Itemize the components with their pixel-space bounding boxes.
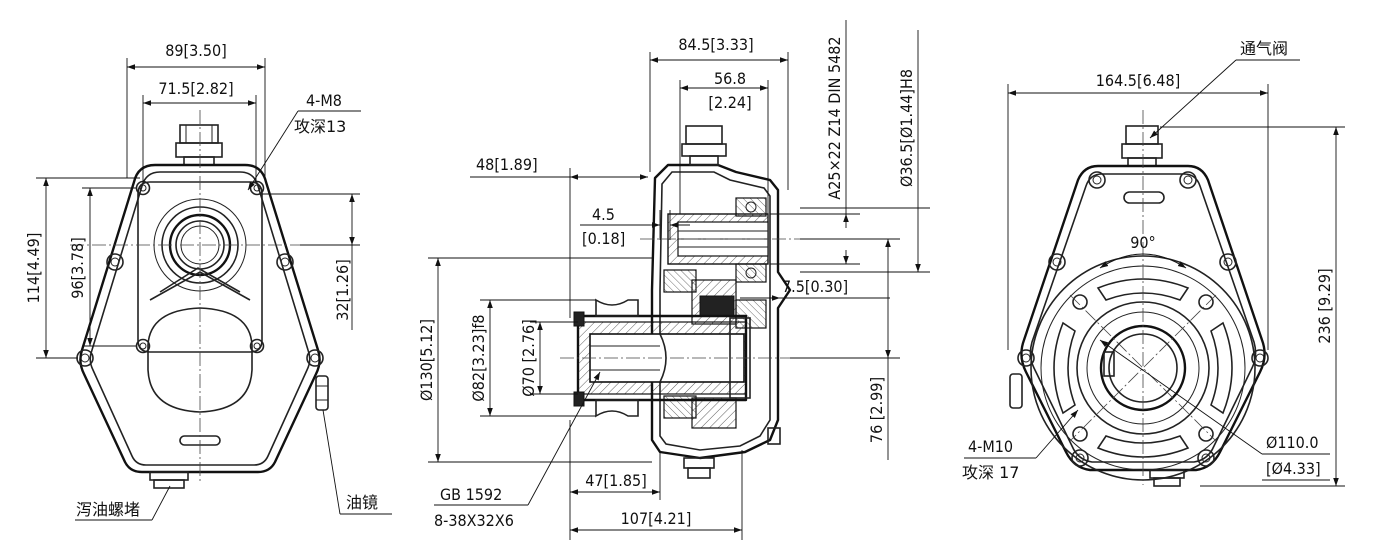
side-dim-7-5-label: 7.5[0.30] — [782, 277, 848, 296]
front-dim-89-label: 89[3.50] — [165, 41, 227, 60]
side-dim-47: 47[1.85] — [569, 420, 661, 540]
front-dim-32: 32[1.26] — [262, 193, 360, 330]
front-drain-label: 泻油螺堵 — [76, 500, 140, 519]
front-oilsight-label: 油镜 — [346, 493, 378, 512]
front-dim-114-label: 114[4.49] — [24, 233, 43, 304]
front-leader-drain: 泻油螺堵 — [75, 485, 171, 521]
side-dim-76: 76 [2.99] — [790, 238, 900, 460]
side-leader-shaft: GB 1592 8-38X32X6 — [434, 371, 601, 530]
front-dim-96-label: 96[3.78] — [68, 237, 87, 299]
rear-d110-label-a: Ø110.0 — [1266, 433, 1319, 452]
side-dim-d82-label: Ø82[3.23]f8 — [469, 314, 488, 401]
side-dim-7-5: 7.5[0.30] — [740, 277, 890, 301]
front-bolt-label: 4-M8 — [306, 91, 342, 110]
rear-dim-164: 164.5[6.48] — [1007, 71, 1269, 350]
front-dim-114: 114[4.49] — [24, 177, 140, 359]
rear-leader-d110: Ø110.0 [Ø4.33] — [1099, 339, 1330, 481]
rear-dim-236-label: 236 [9.29] — [1315, 268, 1334, 343]
rear-bolt-label: 4-M10 — [968, 437, 1013, 456]
rear-leader-breather: 通气阀 — [1149, 39, 1300, 139]
side-dim-48: 48[1.89] — [470, 155, 648, 318]
rear-breather-label: 通气阀 — [1240, 39, 1288, 58]
front-dim-89: 89[3.50] — [126, 41, 266, 178]
front-leader-oilsight: 油镜 — [322, 409, 392, 515]
side-shaft-std: GB 1592 — [440, 485, 502, 504]
side-dim-d130: Ø130[5.12] — [417, 257, 652, 463]
front-dim-71: 71.5[2.82] — [142, 79, 257, 182]
side-dim-4-5: 4.5 [0.18] — [580, 205, 690, 248]
rear-bolt-depth: 攻深 17 — [962, 463, 1019, 482]
side-dim-d130-label: Ø130[5.12] — [417, 319, 436, 401]
side-dim-107-label: 107[4.21] — [621, 509, 692, 528]
side-housing-outline — [650, 163, 792, 460]
rear-dim-164-label: 164.5[6.48] — [1096, 71, 1180, 90]
side-dim-spline-label: A25×22 Z14 DIN 5482 — [825, 36, 844, 199]
rear-dim-236: 236 [9.29] — [1160, 126, 1345, 487]
front-top-fitting — [175, 124, 223, 166]
side-dim-bore: Ø36.5[Ø1.44]H8 — [800, 30, 930, 273]
side-flange-bearing — [573, 298, 639, 418]
side-dim-107: 107[4.21] — [570, 450, 743, 540]
side-dim-56-label-b: [2.24] — [708, 93, 751, 112]
rear-d110-label-b: [Ø4.33] — [1266, 459, 1321, 478]
side-dim-4-5-label-b: [0.18] — [582, 229, 625, 248]
front-bolt-depth: 攻深13 — [294, 117, 346, 136]
side-dim-4-5-label-a: 4.5 — [592, 205, 615, 224]
front-view: 89[3.50] 71.5[2.82] 4-M8 攻深13 114[4.49] … — [24, 41, 392, 521]
side-shaft-spec: 8-38X32X6 — [434, 511, 514, 530]
rear-angle-label: 90° — [1130, 233, 1156, 252]
rear-leader-m10: 4-M10 攻深 17 — [962, 409, 1079, 482]
side-upper-shaft — [667, 197, 769, 283]
side-dim-d70: Ø70 [2.76] — [519, 319, 578, 397]
side-dim-d70-label: Ø70 [2.76] — [519, 319, 538, 396]
front-leader-m8: 4-M8 攻深13 — [247, 91, 361, 191]
rear-housing-outline — [1020, 164, 1266, 472]
side-dim-56: 56.8 [2.24] — [679, 69, 769, 214]
side-dim-bore-label: Ø36.5[Ø1.44]H8 — [897, 69, 916, 187]
rear-housing-bolts — [1017, 171, 1269, 467]
side-view: 84.5[3.33] 56.8 [2.24] A25×22 Z14 DIN 54… — [417, 20, 930, 540]
front-oil-sight — [315, 375, 329, 411]
rear-flange-bolts — [1072, 294, 1214, 442]
side-top-fitting — [681, 125, 727, 166]
side-dim-84-label: 84.5[3.33] — [678, 35, 753, 54]
side-dim-spline: A25×22 Z14 DIN 5482 — [770, 20, 860, 265]
front-dim-32-label: 32[1.26] — [333, 259, 352, 321]
side-dim-76-label: 76 [2.99] — [867, 377, 886, 443]
side-dim-84: 84.5[3.33] — [649, 35, 789, 190]
front-drain-plug — [149, 471, 189, 489]
rear-view: 90° 164.5[6.48] 通气阀 236 [9.29] 4-M10 攻深 … — [962, 39, 1345, 487]
side-dim-56-label-a: 56.8 — [714, 69, 746, 88]
side-dim-48-label: 48[1.89] — [476, 155, 538, 174]
front-dim-96: 96[3.78] — [68, 187, 136, 347]
front-dim-71-label: 71.5[2.82] — [158, 79, 233, 98]
side-dim-47-label: 47[1.85] — [585, 471, 647, 490]
